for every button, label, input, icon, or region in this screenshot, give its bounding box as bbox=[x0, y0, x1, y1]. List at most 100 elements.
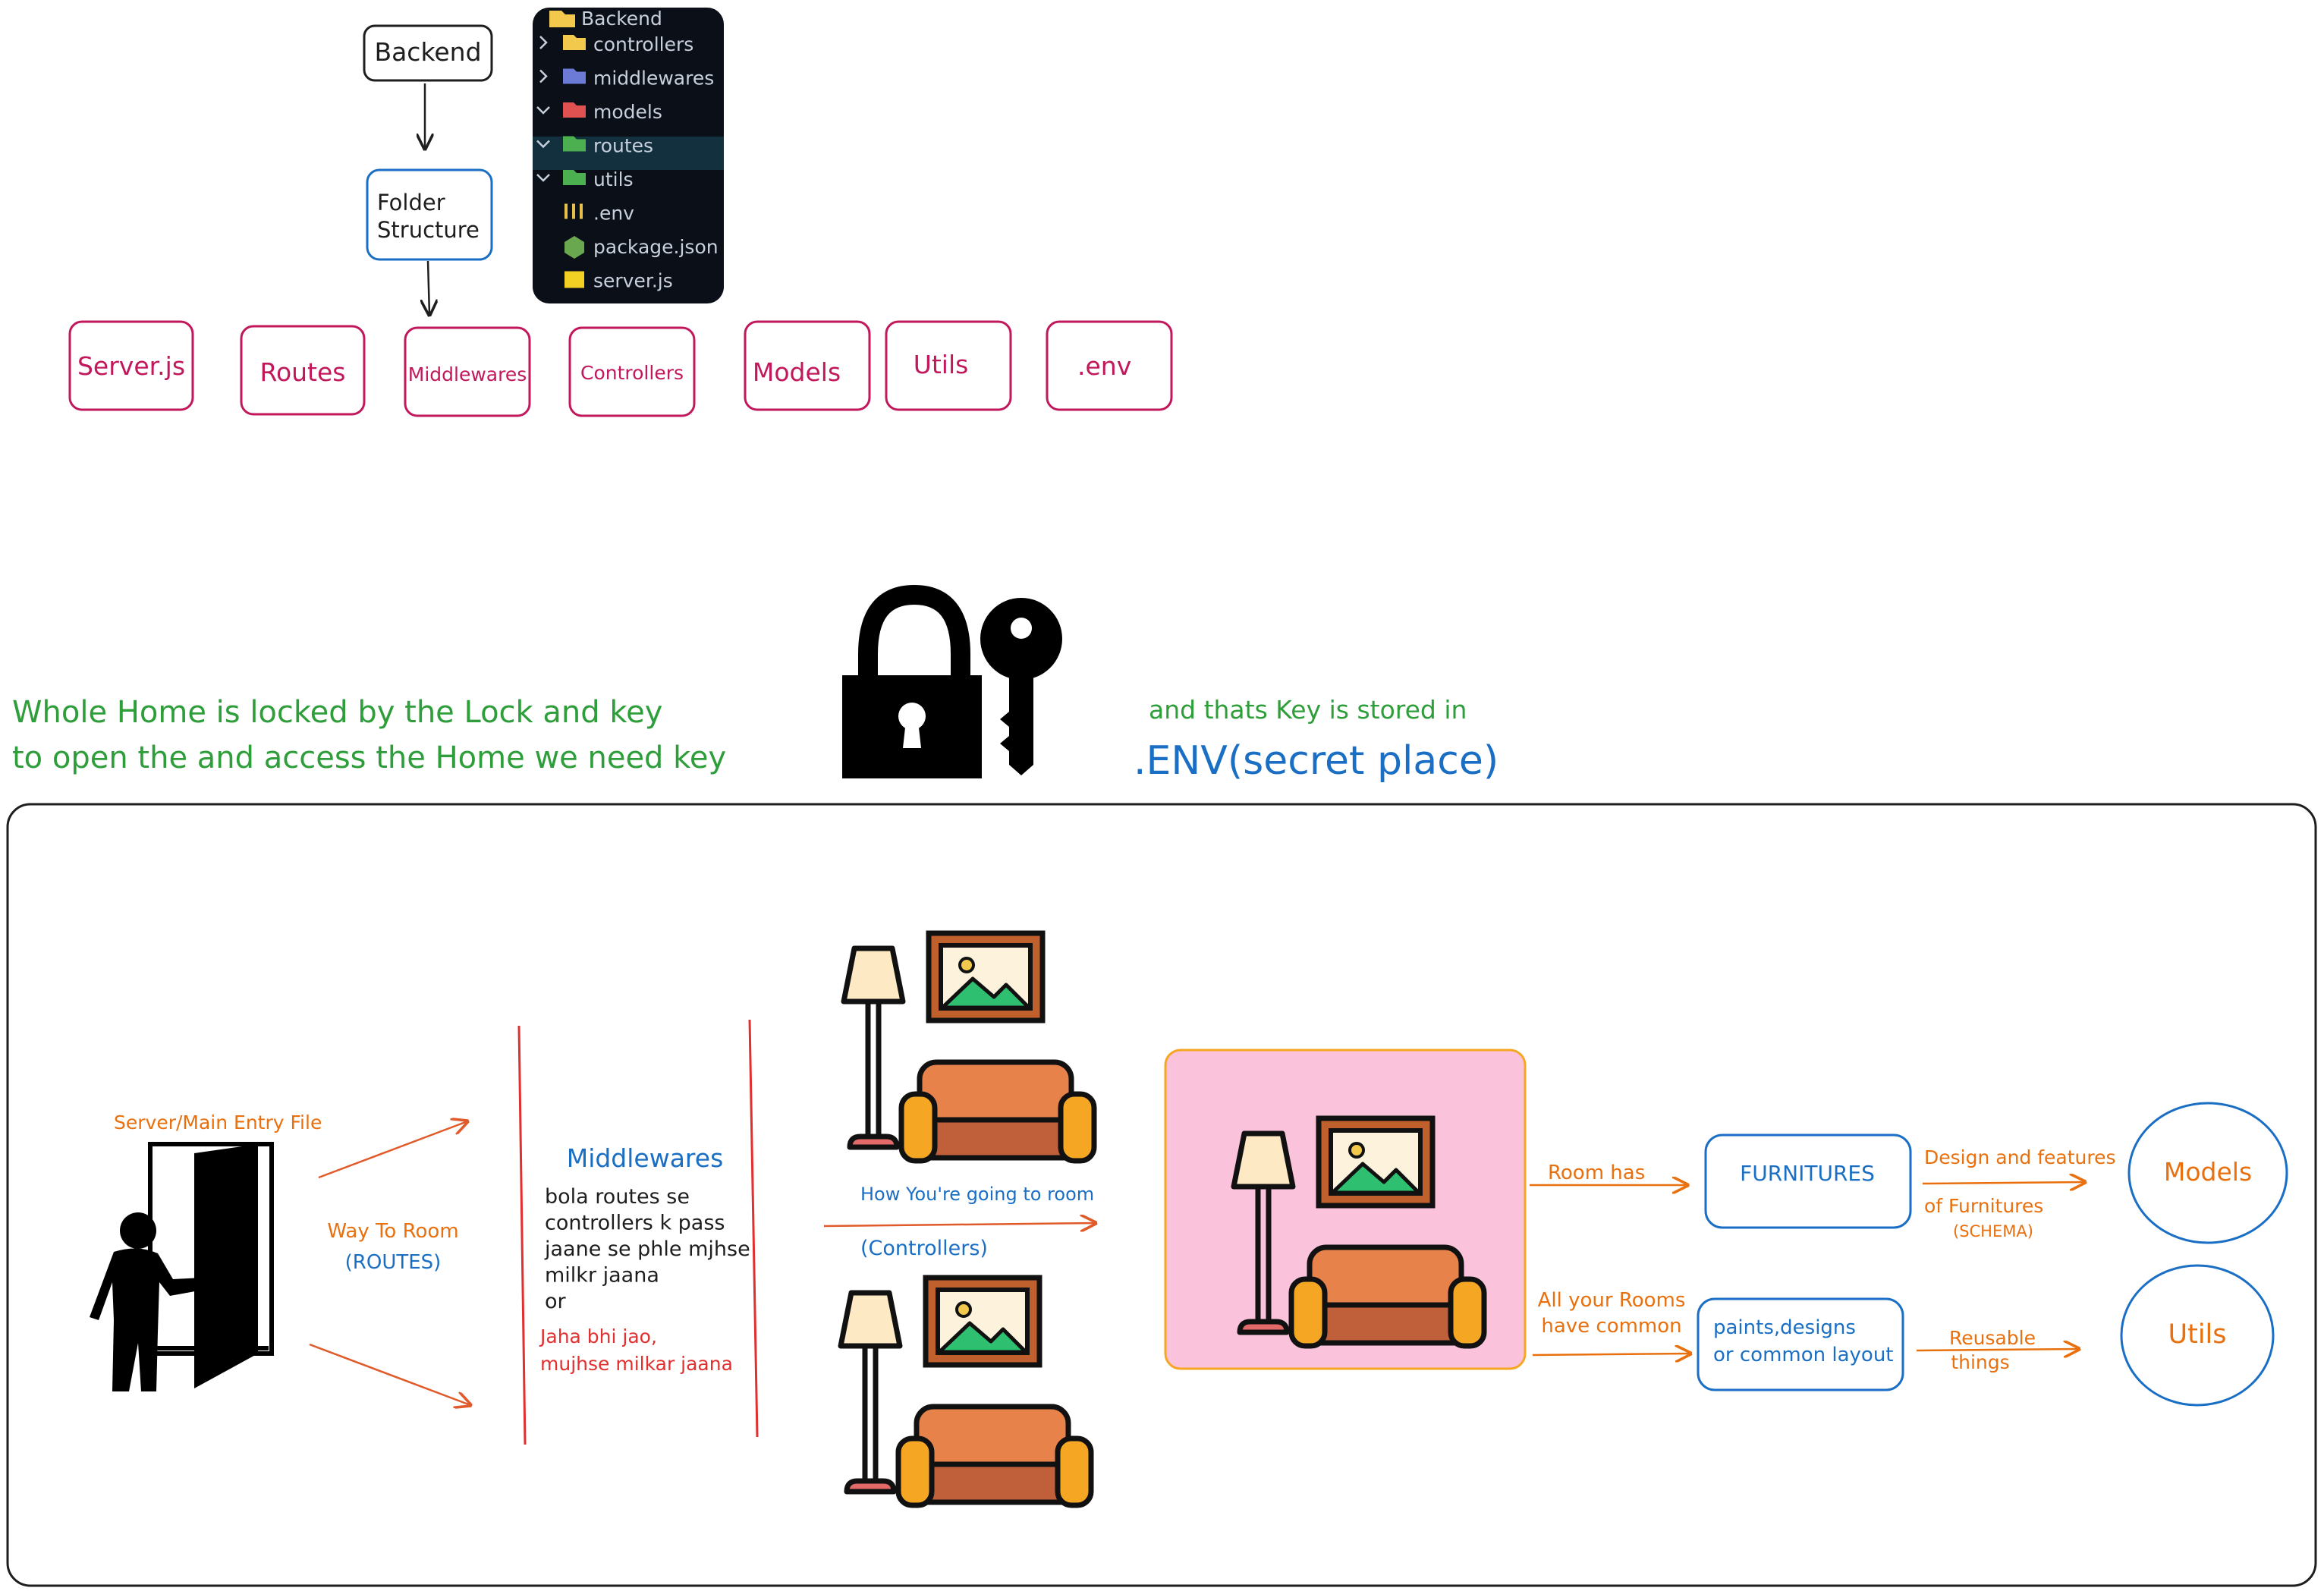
folder-box-label: Controllers bbox=[580, 362, 684, 384]
models-circle bbox=[2127, 1102, 2288, 1244]
file-tree-item-controllers[interactable]: controllers bbox=[539, 33, 693, 55]
folder-box-serverjs: Server.js bbox=[68, 320, 194, 411]
lock-text-line1: Whole Home is locked by the Lock and key bbox=[12, 695, 662, 730]
file-tree-item-label: routes bbox=[593, 135, 653, 157]
folder-box-env: .env bbox=[1046, 320, 1173, 411]
folder-diagram: Backend Folder Structure Server.js Route… bbox=[68, 24, 1173, 417]
nodejs-icon bbox=[564, 236, 584, 259]
middlewares-line: jaane se phle mjhse bbox=[544, 1237, 750, 1261]
file-tree-root-label: Backend bbox=[581, 8, 662, 30]
models-label: Models bbox=[2164, 1157, 2252, 1187]
file-tree-item-server-js[interactable]: server.js bbox=[564, 270, 673, 292]
paints-line1: paints,designs bbox=[1713, 1316, 1856, 1339]
of-furnitures-label: of Furnitures bbox=[1924, 1195, 2043, 1217]
middlewares-red-note: Jaha bhi jao,mujhse milkar jaana bbox=[539, 1325, 733, 1375]
all-rooms-line2: have common bbox=[1541, 1315, 1681, 1338]
arrow-to-routes-down bbox=[309, 1343, 470, 1405]
utils-label: Utils bbox=[2168, 1319, 2226, 1350]
file-tree-root[interactable]: Backend bbox=[549, 8, 662, 30]
server-entry-label: Server/Main Entry File bbox=[114, 1111, 322, 1134]
chevron-right-icon bbox=[539, 69, 548, 83]
folder-icon bbox=[563, 102, 586, 118]
arrow-to-routes-up bbox=[318, 1121, 467, 1179]
folder-structure-line1: Folder bbox=[377, 190, 445, 215]
folder-box-label: Utils bbox=[914, 350, 969, 379]
folder-icon bbox=[563, 68, 586, 84]
lock-text-line2: to open the and access the Home we need … bbox=[12, 740, 726, 775]
home-section: Server/Main Entry File Way To Room (ROUT… bbox=[6, 803, 2317, 1587]
middlewares-line: milkr jaana bbox=[545, 1264, 659, 1288]
schema-label: (SCHEMA) bbox=[1953, 1222, 2033, 1240]
folder-box-models: Models bbox=[744, 320, 871, 411]
file-tree-item-label: package.json bbox=[593, 236, 719, 258]
lock-section: Whole Home is locked by the Lock and key… bbox=[12, 584, 1498, 784]
folder-icon bbox=[563, 35, 586, 50]
folder-box-label: Server.js bbox=[77, 351, 185, 381]
folder-icon bbox=[563, 170, 586, 185]
chevron-down-icon bbox=[536, 140, 550, 149]
arrow-controllers bbox=[823, 1223, 1096, 1226]
how-going-label: How You're going to room bbox=[860, 1184, 1094, 1205]
room-has-label: Room has bbox=[1548, 1162, 1645, 1184]
file-tree-item-label: .env bbox=[593, 203, 634, 225]
middleware-wall-right bbox=[748, 1019, 759, 1438]
utils-circle bbox=[2120, 1264, 2275, 1407]
folder-structure-line2: Structure bbox=[377, 217, 480, 243]
file-tree-item-label: models bbox=[593, 101, 662, 123]
paints-line2: or common layout bbox=[1713, 1344, 1894, 1366]
paints-box bbox=[1697, 1297, 1904, 1391]
room-illustration-bottom bbox=[841, 1278, 1091, 1505]
env-secret-place: .ENV(secret place) bbox=[1134, 738, 1498, 784]
folder-box-label: Routes bbox=[260, 357, 346, 387]
folder-open-icon bbox=[549, 11, 575, 27]
middlewares-line: controllers k pass bbox=[545, 1212, 725, 1235]
middlewares-red-line: mujhse milkar jaana bbox=[540, 1353, 733, 1375]
lock-icon bbox=[842, 584, 982, 778]
folder-structure-node bbox=[366, 168, 493, 261]
file-tree-item-label: utils bbox=[593, 168, 634, 190]
way-to-room-label: Way To Room bbox=[327, 1220, 458, 1243]
chevron-down-icon bbox=[536, 106, 550, 115]
file-tree-item-middlewares[interactable]: middlewares bbox=[539, 68, 714, 90]
arrow-to-models bbox=[1922, 1182, 2085, 1184]
key-icon bbox=[980, 598, 1062, 775]
file-tree-item-env[interactable]: .env bbox=[564, 203, 634, 225]
file-tree-item-label: controllers bbox=[593, 33, 693, 55]
settings-icon bbox=[564, 203, 583, 219]
file-tree-panel: Backend controllers middlewares models rout… bbox=[533, 8, 724, 303]
reusable-line1: Reusable bbox=[1949, 1327, 2036, 1349]
folder-box-label: .env bbox=[1077, 351, 1131, 381]
chevron-right-icon bbox=[539, 36, 548, 49]
furnitures-box bbox=[1704, 1134, 1912, 1229]
folder-box-utils: Utils bbox=[885, 320, 1012, 411]
middlewares-line: bola routes se bbox=[545, 1185, 690, 1209]
controllers-label: (Controllers) bbox=[860, 1237, 988, 1260]
arrow-folder-to-middlewares bbox=[428, 260, 429, 315]
file-tree-item-label: server.js bbox=[593, 270, 673, 292]
file-tree-items: controllers middlewares models routes utils.… bbox=[536, 33, 719, 292]
folder-box-label: Middlewares bbox=[408, 363, 527, 385]
file-tree-item-routes[interactable]: routes bbox=[536, 135, 653, 157]
folder-icon bbox=[563, 136, 586, 152]
file-tree-item-models[interactable]: models bbox=[536, 101, 662, 123]
key-stored-text: and thats Key is stored in bbox=[1149, 695, 1467, 725]
folder-box-label: Models bbox=[753, 357, 841, 387]
arrow-common bbox=[1532, 1354, 1690, 1355]
reusable-line2: things bbox=[1951, 1351, 2009, 1373]
home-frame bbox=[6, 803, 2317, 1587]
folder-box-controllers: Controllers bbox=[568, 326, 696, 417]
person-door-icon bbox=[90, 1142, 274, 1391]
backend-node bbox=[363, 24, 493, 82]
middlewares-line: or bbox=[545, 1290, 567, 1313]
file-tree-item-utils[interactable]: utils bbox=[536, 168, 634, 190]
folder-box-routes: Routes bbox=[240, 325, 366, 416]
middleware-wall-left bbox=[517, 1025, 527, 1445]
file-tree-item-package-json[interactable]: package.json bbox=[564, 236, 719, 259]
folder-box-middlewares: Middlewares bbox=[404, 326, 531, 417]
design-features-label: Design and features bbox=[1924, 1146, 2116, 1168]
middlewares-title: Middlewares bbox=[567, 1143, 724, 1173]
js-icon bbox=[564, 271, 584, 288]
all-rooms-line1: All your Rooms bbox=[1538, 1289, 1686, 1312]
